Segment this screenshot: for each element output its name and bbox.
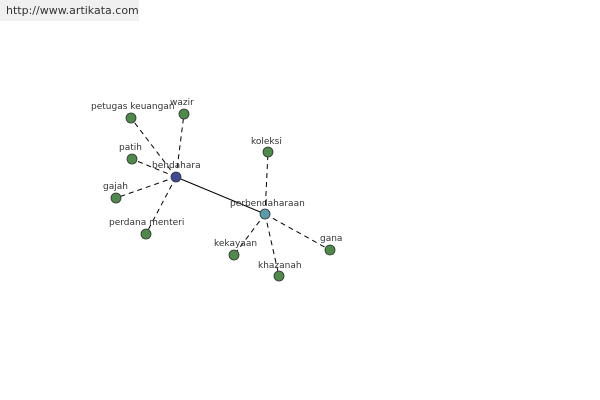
- edge-bendahara-wazir: [175, 113, 185, 178]
- watermark-bar: http://www.artikata.com: [0, 0, 139, 21]
- node-label-bendahara: bendahara: [152, 161, 201, 171]
- edge-bendahara-gajah: [115, 176, 177, 199]
- edge-perbendaharaan-gana: [264, 213, 331, 251]
- graph-nodes: [110, 108, 336, 282]
- edge-perbendaharaan-koleksi: [264, 151, 269, 215]
- node-label-petugas-keuangan: petugas keuangan: [91, 102, 175, 112]
- node-petugas-keuangan[interactable]: [125, 112, 137, 124]
- node-wazir[interactable]: [178, 108, 190, 120]
- node-label-khazanah: khazanah: [258, 261, 302, 271]
- node-khazanah[interactable]: [273, 270, 285, 282]
- node-bendahara[interactable]: [170, 171, 182, 183]
- node-gana[interactable]: [324, 244, 336, 256]
- node-label-perbendaharaan: perbendaharaan: [230, 199, 305, 209]
- graph-edges: [115, 113, 331, 277]
- node-kekayaan[interactable]: [228, 249, 240, 261]
- edge-perbendaharaan-khazanah: [264, 213, 280, 277]
- node-label-perdana-menteri: perdana menteri: [109, 218, 184, 228]
- node-label-gana: gana: [320, 234, 342, 244]
- node-koleksi[interactable]: [262, 146, 274, 158]
- node-perbendaharaan[interactable]: [259, 208, 271, 220]
- node-label-koleksi: koleksi: [251, 137, 282, 147]
- edge-bendahara-patih: [131, 158, 177, 178]
- node-perdana-menteri[interactable]: [140, 228, 152, 240]
- node-label-patih: patih: [119, 143, 142, 153]
- edge-bendahara-perdana-menteri: [145, 176, 177, 235]
- edge-bendahara-petugas-keuangan: [130, 117, 177, 178]
- node-label-gajah: gajah: [103, 182, 128, 192]
- graph-labels: bendahara perbendaharaan petugas keuanganw…: [91, 98, 342, 271]
- node-label-wazir: wazir: [170, 98, 194, 108]
- watermark-url: http://www.artikata.com: [6, 4, 139, 17]
- edge-bendahara-perbendaharaan: [175, 176, 266, 215]
- node-label-kekayaan: kekayaan: [214, 239, 257, 249]
- node-gajah[interactable]: [110, 192, 122, 204]
- node-patih[interactable]: [126, 153, 138, 165]
